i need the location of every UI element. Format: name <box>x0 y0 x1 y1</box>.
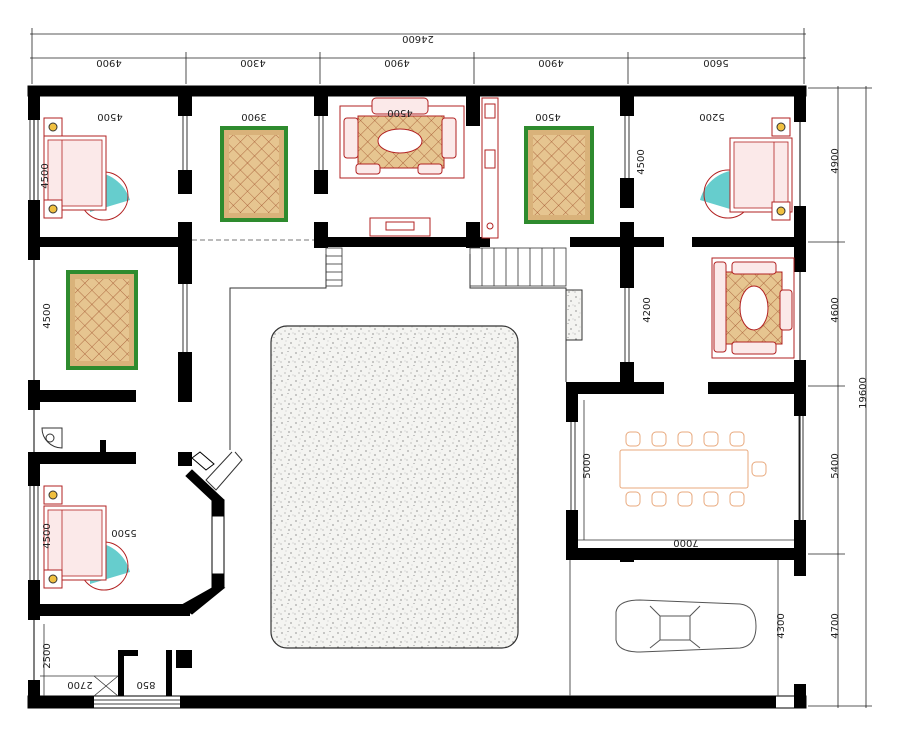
rug-west-room <box>66 270 138 370</box>
dim-dining-height: 5000 <box>582 453 593 478</box>
dim-bedroom-sw-width: 5500 <box>111 527 136 538</box>
dim-small-room-width: 2700 <box>67 679 92 690</box>
dim-top-5: 5600 <box>703 57 728 68</box>
dim-top-1: 4900 <box>96 57 121 68</box>
dim-right-4: 4700 <box>830 613 841 638</box>
east-sofa-set <box>711 257 795 359</box>
dim-right-3: 5400 <box>830 453 841 478</box>
dim-bedroom-nw-height: 4500 <box>40 163 51 188</box>
dim-bedroom-ne-width: 5200 <box>699 111 724 122</box>
bed-sw <box>43 485 130 591</box>
dim-right-1: 4900 <box>830 148 841 173</box>
small-room-lines <box>40 624 119 697</box>
top-dimension-lines <box>30 28 806 84</box>
walls <box>27 85 807 709</box>
dim-top-2: 4300 <box>240 57 265 68</box>
right-dimension-lines <box>808 86 872 708</box>
dim-east-gap-height: 4200 <box>642 297 653 322</box>
garage-outline <box>569 560 779 696</box>
dining-dimension-lines <box>578 400 794 541</box>
dim-bedroom-sw-height: 4500 <box>42 523 53 548</box>
dim-west-room-height: 4500 <box>42 303 53 328</box>
dim-overall-height: 19600 <box>858 377 869 409</box>
dim-overall-width: 24600 <box>402 33 434 44</box>
stairs-left <box>325 247 343 287</box>
dim-bedroom-nw-width: 4500 <box>97 111 122 122</box>
dim-right-2: 4600 <box>830 297 841 322</box>
planter <box>565 289 583 341</box>
dim-garage-depth: 4300 <box>776 613 787 638</box>
dim-room-2-width: 3900 <box>241 111 266 122</box>
dim-living-width: 4500 <box>387 107 412 118</box>
bed-ne <box>700 117 793 221</box>
dining-table <box>619 431 767 507</box>
dim-closet-width: 850 <box>136 679 155 690</box>
dim-dining-width: 7000 <box>673 537 698 548</box>
dim-top-4: 4900 <box>538 57 563 68</box>
rug-room-2 <box>220 126 288 222</box>
dim-small-room-height: 2500 <box>42 643 53 668</box>
dim-room-4-width: 4500 <box>535 111 560 122</box>
rug-room-4 <box>524 126 594 224</box>
dim-top-3: 4900 <box>384 57 409 68</box>
bath-fixture <box>41 427 63 449</box>
dim-room-4-height: 4500 <box>636 149 647 174</box>
window-lines <box>29 116 804 705</box>
car <box>615 599 757 653</box>
bed-nw <box>43 117 130 221</box>
octagon-room-walls <box>179 451 226 615</box>
living-sofa-set <box>339 97 465 179</box>
tv-console <box>369 217 431 237</box>
kitchen-counter <box>481 97 499 239</box>
courtyard <box>270 325 519 649</box>
stairs-right <box>469 247 567 287</box>
